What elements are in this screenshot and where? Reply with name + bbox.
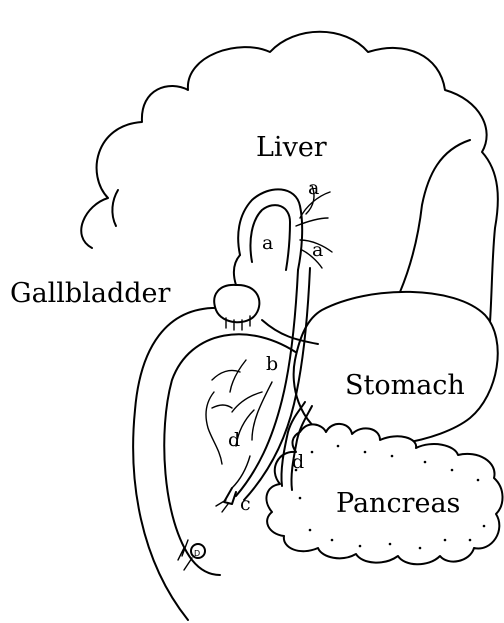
marker-d: d xyxy=(228,429,240,451)
marker-a: a xyxy=(312,239,323,261)
stomach-label: Stomach xyxy=(345,370,465,401)
cystic-duct xyxy=(238,189,302,270)
pancreas-label: Pancreas xyxy=(336,488,460,519)
stomach-outline xyxy=(294,292,498,446)
marker-d: d xyxy=(292,451,304,473)
marker-a: a xyxy=(308,177,319,199)
gallbladder-outline xyxy=(214,285,259,322)
duct-network xyxy=(206,360,272,488)
marker-a: a xyxy=(262,232,273,254)
papilla-lines xyxy=(178,540,192,570)
liver-label: Liver xyxy=(256,132,327,163)
duct-tip-c xyxy=(224,488,236,504)
liver-inner-curve xyxy=(112,190,118,226)
marker-b: b xyxy=(266,353,278,375)
marker-c: c xyxy=(240,493,251,515)
gallbladder-label: Gallbladder xyxy=(10,278,170,309)
gallbladder-neck xyxy=(234,255,240,285)
papilla-letter: D xyxy=(194,549,200,558)
liver-inner-curve xyxy=(400,140,470,292)
